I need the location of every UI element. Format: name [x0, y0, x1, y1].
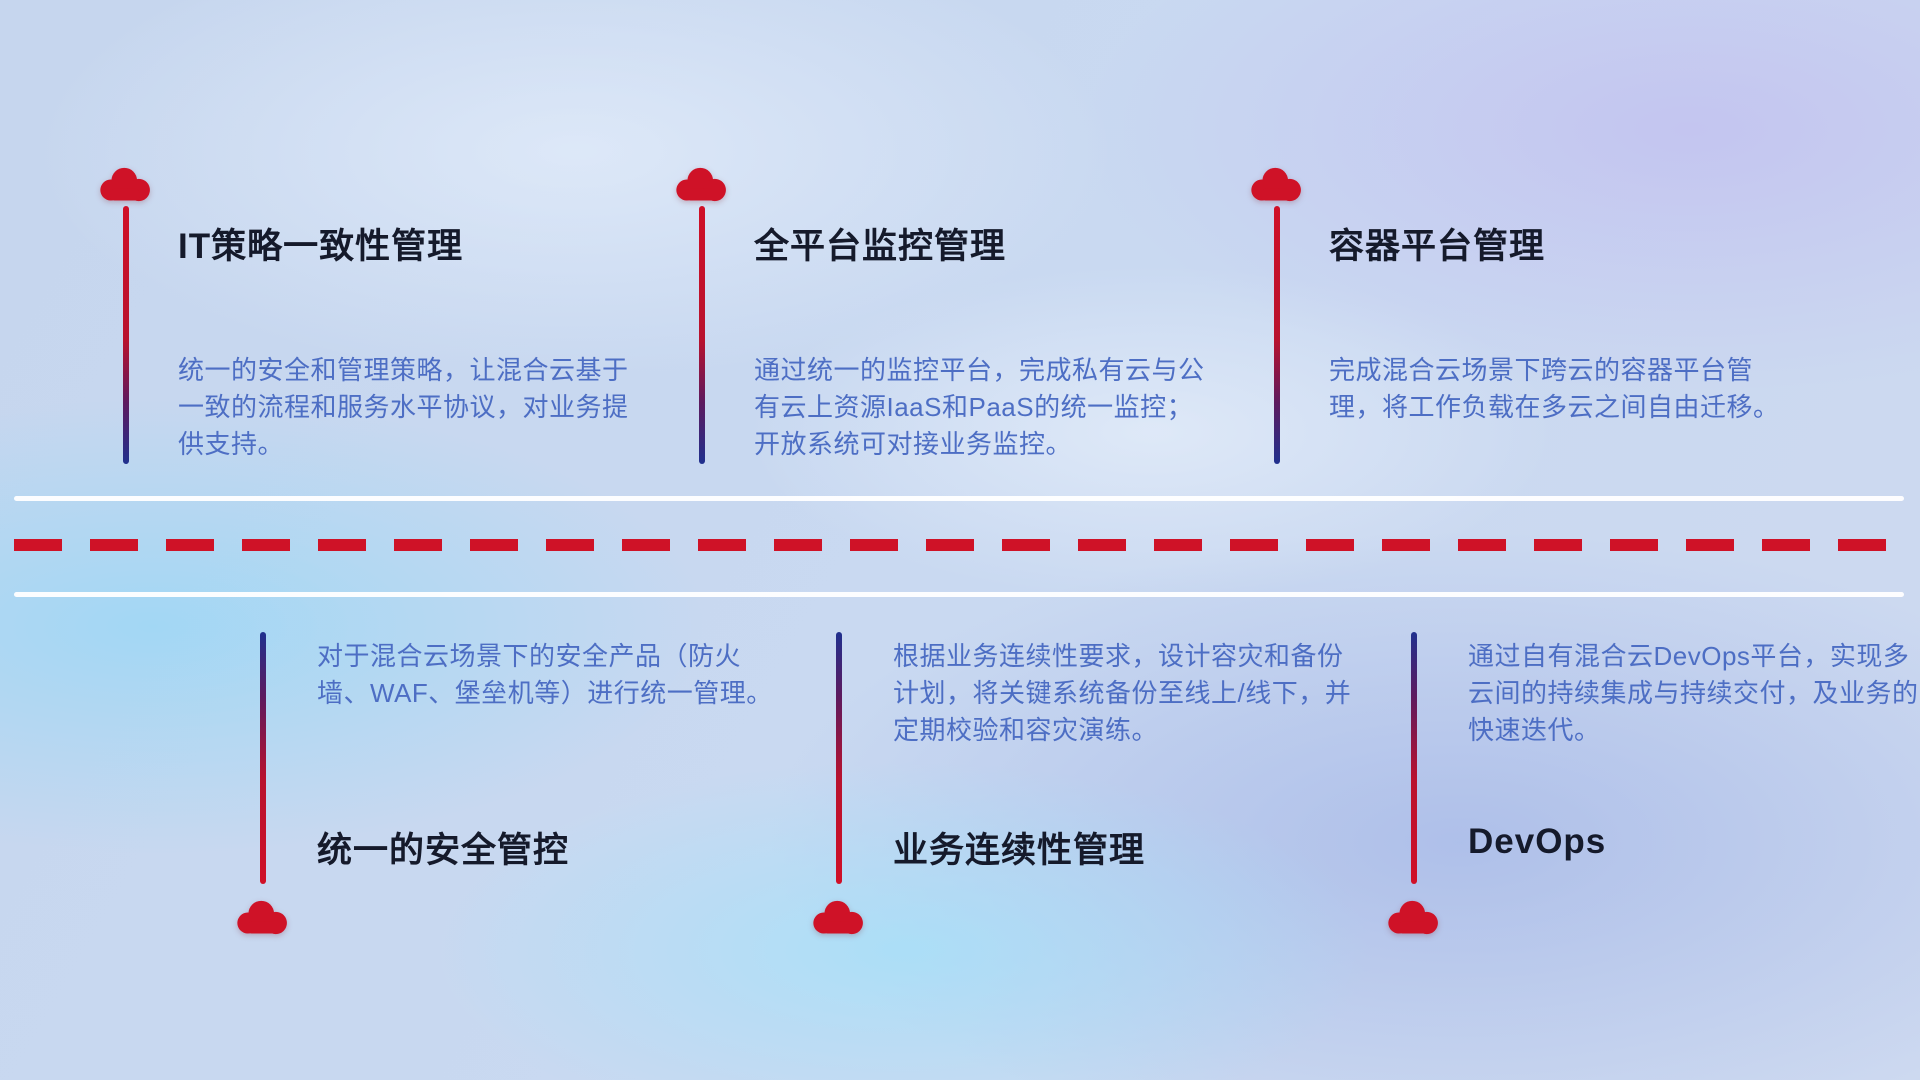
cloud-icon — [235, 896, 291, 936]
feature-title: 统一的安全管控 — [317, 831, 570, 870]
feature-title: DevOps — [1468, 822, 1607, 861]
divider-line-top — [14, 496, 1904, 501]
cloud-icon — [674, 163, 730, 203]
feature-title: 业务连续性管理 — [893, 831, 1146, 870]
timeline-stem — [836, 632, 842, 884]
feature-description: 根据业务连续性要求，设计容灾和备份计划，将关键系统备份至线上/线下，并定期校验和… — [893, 641, 1352, 745]
feature-description: 统一的安全和管理策略，让混合云基于一致的流程和服务水平协议，对业务提供支持。 — [178, 355, 629, 459]
timeline-stem — [1274, 206, 1280, 464]
cloud-icon — [811, 896, 867, 936]
divider-line-bottom — [14, 592, 1904, 597]
timeline-stem — [699, 206, 705, 464]
cloud-icon — [98, 163, 154, 203]
timeline-stem — [1411, 632, 1417, 884]
cloud-icon — [1386, 896, 1442, 936]
feature-description: 通过统一的监控平台，完成私有云与公有云上资源IaaS和PaaS的统一监控；开放系… — [754, 355, 1205, 459]
timeline-stem — [123, 206, 129, 464]
cloud-icon — [1249, 163, 1305, 203]
feature-description: 对于混合云场景下的安全产品（防火墙、WAF、堡垒机等）进行统一管理。 — [317, 641, 773, 708]
feature-title: IT策略一致性管理 — [178, 227, 464, 266]
timeline-stem — [260, 632, 266, 884]
feature-title: 容器平台管理 — [1329, 227, 1546, 266]
feature-title: 全平台监控管理 — [754, 227, 1007, 266]
feature-description: 完成混合云场景下跨云的容器平台管理，将工作负载在多云之间自由迁移。 — [1329, 355, 1780, 422]
divider-dashed-line — [14, 539, 1904, 551]
feature-description: 通过自有混合云DevOps平台，实现多云间的持续集成与持续交付，及业务的快速迭代… — [1468, 641, 1919, 745]
